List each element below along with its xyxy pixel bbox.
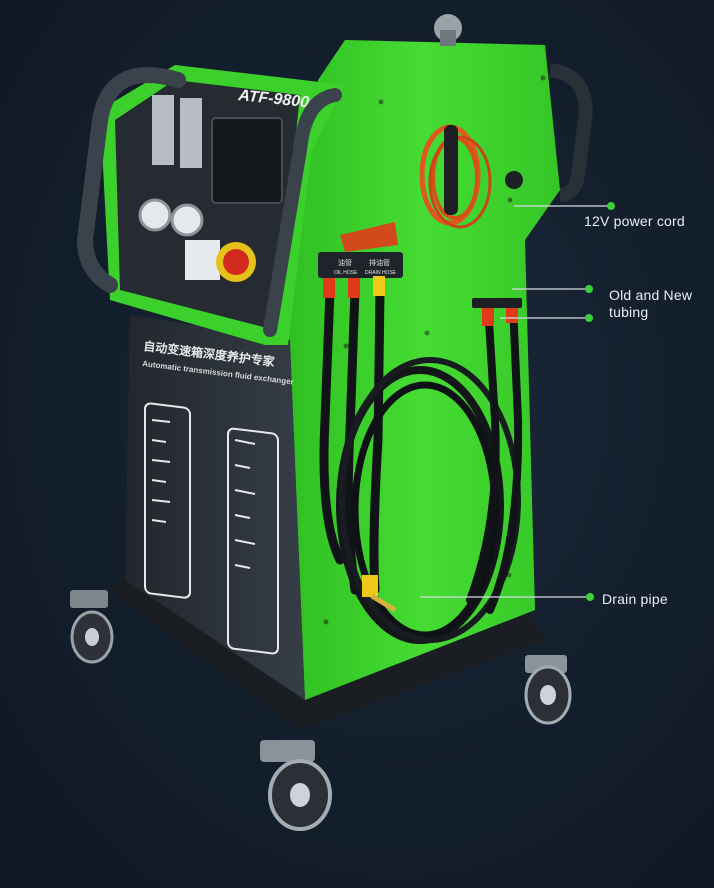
power-cord — [340, 124, 523, 252]
caster-wheel — [260, 740, 332, 831]
printer — [185, 240, 220, 280]
pressure-gauges — [138, 198, 204, 237]
oil-hose-label-en: OIL HOSE — [334, 270, 358, 276]
oil-hose-label-cn: 油管 — [338, 258, 352, 267]
tubing-label: Old and New tubing — [609, 287, 692, 321]
callout-power — [514, 202, 615, 210]
drain-hose-label-cn: 排油管 — [369, 258, 390, 267]
tubing-label-line1: Old and New — [609, 287, 693, 303]
power-cord-label: 12V power cord — [584, 213, 685, 229]
callout-tubing — [500, 285, 593, 322]
drain-hose-label-en: DRAIN HOSE — [365, 270, 397, 276]
hose-bundle — [319, 285, 523, 644]
power-switch — [216, 242, 256, 282]
callout-drain — [420, 593, 594, 601]
hose-manifold: 油管 OIL HOSE 排油管 DRAIN HOSE — [318, 252, 403, 278]
caster-wheel — [70, 590, 114, 664]
front-handle — [76, 67, 186, 293]
display-screen — [211, 117, 283, 204]
caster-wheel — [524, 655, 572, 725]
tubing-label-line2: tubing — [609, 304, 649, 320]
base-frame — [108, 575, 545, 730]
flow-meters — [152, 95, 202, 168]
drain-pipe-label: Drain pipe — [602, 591, 668, 607]
hose-connectors — [323, 276, 522, 613]
front-panel: 自动变速箱深度养护专家 Automatic transmission fluid… — [125, 315, 305, 700]
